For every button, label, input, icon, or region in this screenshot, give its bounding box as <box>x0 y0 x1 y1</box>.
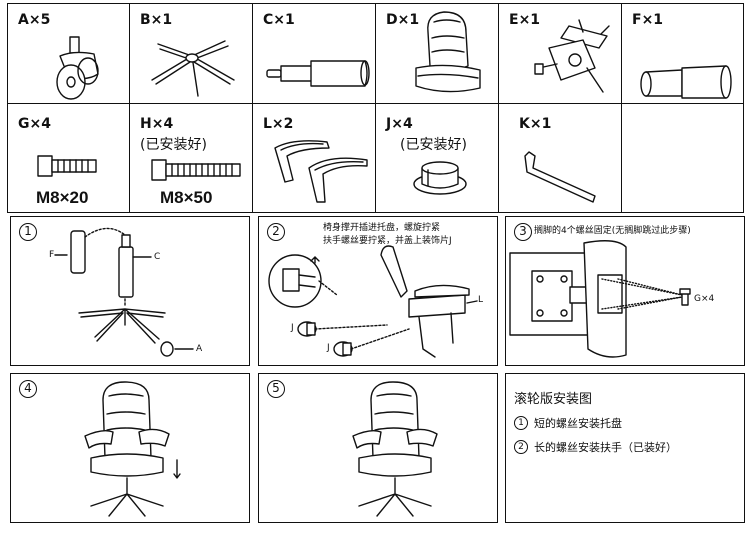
part-label: D×1 <box>386 12 420 28</box>
wheel-install-panel: 滚轮版安装图 1 短的螺丝安装托盘 2 长的螺丝安装扶手（已装好） <box>505 373 745 523</box>
step-note: 搁脚的4个螺丝固定(无搁脚跳过此步骤) <box>534 226 691 236</box>
callout-a: A <box>196 344 203 354</box>
part-cell-a: A×5 <box>7 3 130 104</box>
part-label: E×1 <box>509 12 541 28</box>
installed-note: (已安装好) <box>400 137 467 153</box>
step-2-panel: 2 椅身撑开插进托盘，螺旋拧紧 扶手螺丝要拧紧，并盖上装饰片J L J J <box>258 216 498 366</box>
hex-key-icon <box>524 151 596 203</box>
tilt-mechanism-icon <box>534 19 610 93</box>
part-label: K×1 <box>519 116 552 132</box>
step-note-1: 椅身撑开插进托盘，螺旋拧紧 <box>323 223 441 233</box>
screw-size: M8×20 <box>36 188 89 207</box>
step-5-panel: 5 <box>258 373 498 523</box>
step-note-2: 扶手螺丝要拧紧，并盖上装饰片J <box>323 236 452 246</box>
footrest-mount-diagram <box>509 240 691 358</box>
part-label: L×2 <box>263 116 294 132</box>
chair-base-icon <box>151 40 235 97</box>
part-cell-f: F×1 <box>621 3 744 104</box>
caster-wheel-icon <box>56 36 99 100</box>
item-number: 2 <box>514 440 528 454</box>
gas-cover-icon <box>640 65 732 99</box>
part-cell-b: B×1 <box>129 3 253 104</box>
base-assembly-diagram <box>54 227 194 357</box>
step-number: 5 <box>267 380 285 398</box>
part-label: C×1 <box>263 12 295 28</box>
step-3-panel: 3 搁脚的4个螺丝固定(无搁脚跳过此步骤) G×4 <box>505 216 745 366</box>
part-cell-k: K×1 <box>498 103 622 213</box>
callout-j: J <box>291 323 294 333</box>
part-cell-d: D×1 <box>375 3 499 104</box>
callout-g: G×4 <box>694 294 715 304</box>
part-cell-j: J×4 (已安装好) <box>375 103 499 213</box>
chair-finished-diagram <box>352 381 438 517</box>
part-label: A×5 <box>18 12 51 28</box>
wheel-item-text: 短的螺丝安装托盘 <box>534 417 622 430</box>
part-label: J×4 <box>386 116 413 132</box>
seat-body-icon <box>415 11 481 93</box>
part-label: B×1 <box>140 12 173 28</box>
part-label: G×4 <box>18 116 51 132</box>
armrest-assembly-diagram <box>268 245 478 358</box>
installed-note: (已安装好) <box>140 137 207 153</box>
chair-assembled-diagram <box>84 381 181 517</box>
part-cell-empty <box>621 103 744 213</box>
step-number: 4 <box>19 380 37 398</box>
callout-c: C <box>154 252 161 262</box>
screw-size: M8×50 <box>160 188 213 207</box>
screw-icon <box>151 159 241 181</box>
gas-lift-icon <box>266 60 370 87</box>
part-cell-c: C×1 <box>252 3 376 104</box>
step-4-panel: 4 <box>10 373 250 523</box>
wheel-item-text: 长的螺丝安装扶手（已装好） <box>534 441 677 454</box>
part-cell-g: G×4 M8×20 <box>7 103 130 213</box>
step-number: 3 <box>514 223 532 241</box>
part-label: H×4 <box>140 116 174 132</box>
callout-j: J <box>327 343 330 353</box>
screw-icon <box>37 155 97 177</box>
wheel-panel-title: 滚轮版安装图 <box>514 392 593 407</box>
armrest-icon <box>274 140 368 203</box>
part-cell-e: E×1 <box>498 3 622 104</box>
callout-f: F <box>49 250 55 260</box>
decorative-cap-icon <box>413 161 467 195</box>
step-number: 1 <box>19 223 37 241</box>
part-cell-h: H×4 (已安装好) M8×50 <box>129 103 253 213</box>
item-number: 1 <box>514 416 528 430</box>
part-label: F×1 <box>632 12 664 28</box>
step-number: 2 <box>267 223 285 241</box>
step-1-panel: 1 F C A <box>10 216 250 366</box>
part-cell-l: L×2 <box>252 103 376 213</box>
callout-l: L <box>478 295 484 305</box>
